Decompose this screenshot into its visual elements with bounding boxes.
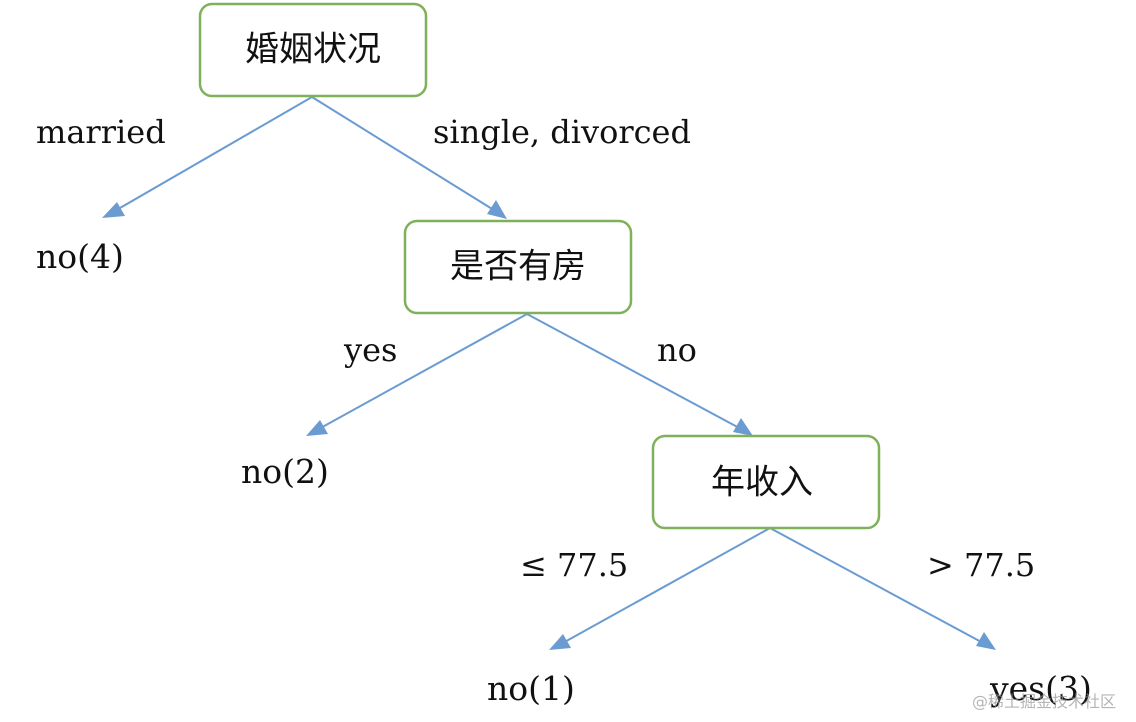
edge-label-yes: yes: [343, 331, 397, 369]
edge-house-to-no2: [316, 313, 528, 431]
edge-label-married: married: [36, 113, 166, 151]
decision-node-income: 年收入: [651, 434, 881, 530]
edge-income-to-no1: [560, 527, 771, 645]
arrowhead-icon: [487, 200, 507, 219]
arrowhead-icon: [549, 634, 571, 650]
leaf-yes-3: yes(3): [989, 669, 1092, 708]
edges: [102, 96, 996, 650]
edge-label-single-divorced: single, divorced: [433, 113, 691, 151]
arrowhead-icon: [976, 632, 996, 650]
edge-income-to-yes3: [769, 527, 986, 645]
node-label: 婚姻状况: [245, 30, 381, 70]
node-label: 年收入: [711, 463, 813, 503]
node-label: 是否有房: [450, 247, 586, 287]
leaf-no-1: no(1): [487, 669, 575, 708]
arrowhead-icon: [733, 418, 753, 436]
edge-label-no: no: [657, 331, 697, 369]
leaf-no-2: no(2): [241, 452, 329, 491]
edge-label-gt-77-5: > 77.5: [927, 546, 1035, 584]
arrowhead-icon: [306, 420, 328, 436]
edge-house-to-income: [526, 313, 744, 431]
arrowhead-icon: [102, 202, 125, 218]
edge-marriage-to-house: [311, 96, 498, 213]
decision-node-marriage: 婚姻状况: [198, 2, 428, 98]
leaf-no-4: no(4): [36, 237, 124, 276]
edge-label-le-77-5: ≤ 77.5: [520, 546, 628, 584]
decision-node-house: 是否有房: [403, 219, 633, 315]
watermark: @稀土掘金技术社区: [971, 692, 1116, 711]
edge-marriage-to-no4: [112, 96, 313, 213]
